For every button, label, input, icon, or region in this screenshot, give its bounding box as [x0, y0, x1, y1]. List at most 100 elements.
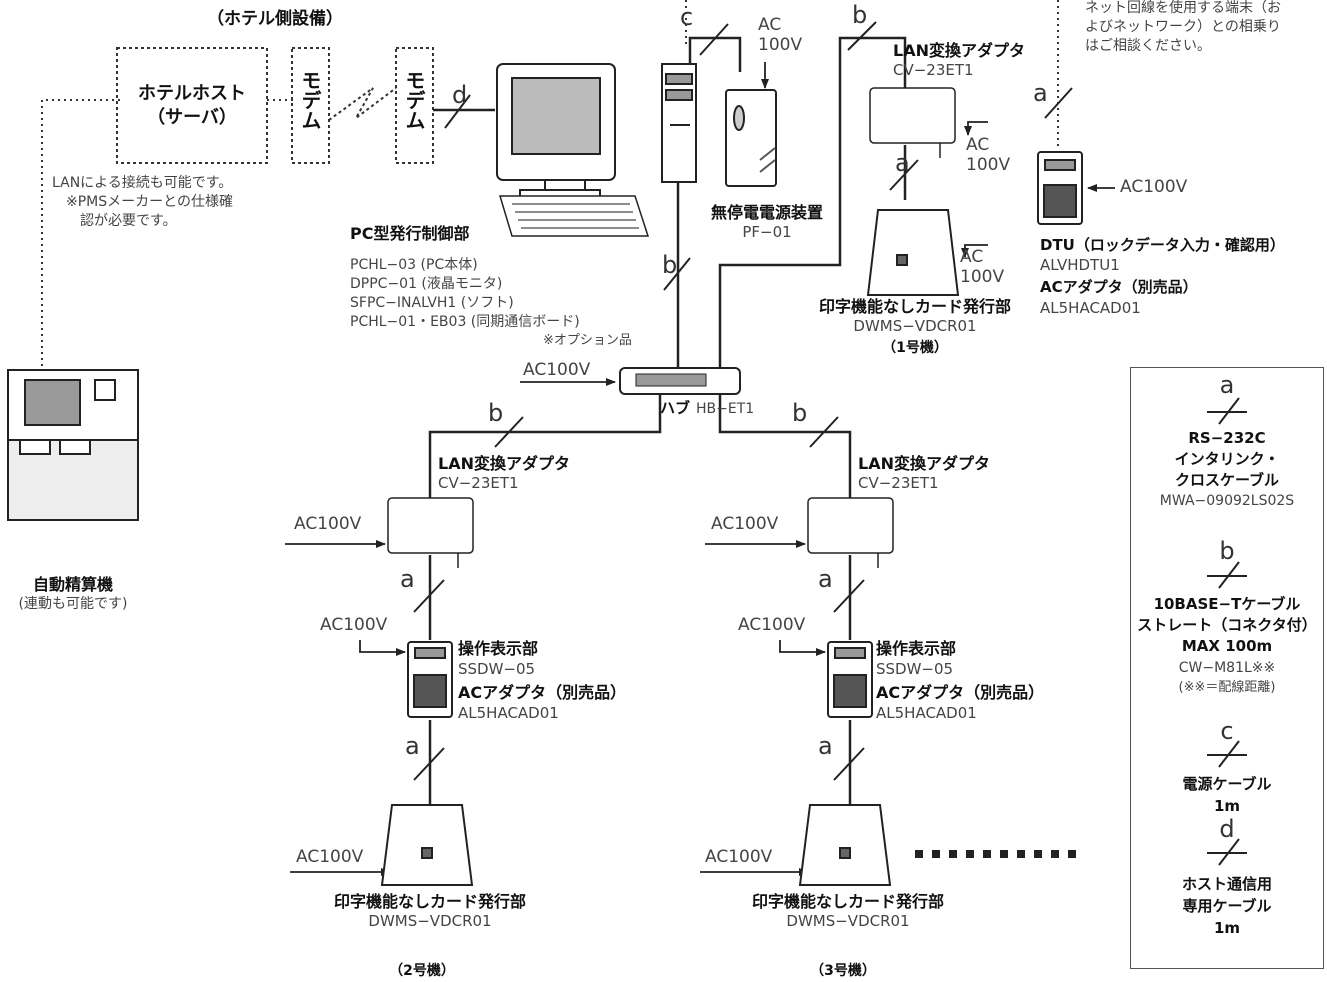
unit-3-label: （3号機） [810, 963, 876, 979]
lan-note-2: ※PMSメーカーとの仕様確 [66, 194, 233, 210]
dtu-note-3: はご相談ください。 [1085, 38, 1211, 54]
lan-adapter-1-title: LAN変換アダプタ [893, 41, 1025, 60]
legend-a-model: MWA−09092LS02S [1159, 493, 1295, 509]
hotel-equipment-boxes [116, 47, 434, 164]
kiosk-device [7, 369, 139, 521]
card-issuer-3 [798, 804, 892, 886]
dotted-connections [41, 0, 1059, 370]
legend-c-name-2: 1m [1213, 797, 1241, 815]
cable-a-label-2a: a [400, 565, 415, 593]
cable-markers [413, 21, 1073, 781]
legend-a-name-1: RS−232C [1188, 429, 1266, 447]
console-3-title: 操作表示部 [876, 639, 957, 658]
card-issuer-3-model: DWMS−VDCR01 [786, 912, 910, 930]
cable-a-label-2b: a [405, 732, 420, 760]
lan-note-3: 認が必要です。 [80, 213, 177, 229]
modem-label-2: モデム [402, 70, 426, 130]
dtu-acad-model: AL5HACAD01 [1040, 299, 1141, 317]
dtu-device [1037, 151, 1083, 225]
dtu-acad-title: ACアダプタ（別売品） [1040, 278, 1198, 296]
ac100v-label-issuer-3: AC100V [705, 847, 773, 867]
cable-b-label-pc: b [662, 251, 678, 279]
console-device-3 [827, 641, 873, 718]
lan-adapter-2-title: LAN変換アダプタ [438, 454, 570, 473]
pc-keyboard [498, 195, 650, 237]
console-device-2 [407, 641, 453, 718]
hub-device [619, 367, 741, 395]
lan-adapter-2 [387, 497, 474, 568]
cable-a-label-3b: a [818, 732, 833, 760]
hub-model: HB−ET1 [696, 401, 755, 417]
legend-a-name-3: クロスケーブル [1174, 471, 1280, 489]
card-issuer-2-title: 印字機能なしカード発行部 [333, 892, 527, 911]
legend-markers [1207, 397, 1247, 866]
pc-line-3: SFPC−INALVH1 (ソフト) [350, 295, 514, 311]
card-issuer-1 [866, 209, 960, 296]
pc-line-4: PCHL−01・EB03 (同期通信ボード) [350, 314, 580, 330]
legend-b-note: (※※＝配線距離) [1178, 680, 1276, 695]
lan-adapter-3-title: LAN変換アダプタ [858, 454, 990, 473]
legend-d-name-2: 専用ケーブル [1182, 897, 1272, 915]
console-2-acad-model: AL5HACAD01 [458, 704, 559, 722]
legend-b-name-1: 10BASE−Tケーブル [1153, 595, 1301, 613]
pc-title: PC型発行制御部 [350, 224, 470, 243]
pc-line-1: PCHL−03 (PC本体) [350, 257, 478, 273]
pc-option-note: ※オプション品 [543, 333, 632, 348]
card-issuer-2-model: DWMS−VDCR01 [368, 912, 492, 930]
console-2-acad-title: ACアダプタ（別売品） [458, 683, 627, 702]
legend-c-letter: c [1220, 717, 1234, 745]
v100-label-adapter-1: 100V [966, 155, 1011, 175]
lan-adapter-2-model: CV−23ET1 [438, 474, 519, 492]
ups-model: PF−01 [742, 223, 792, 241]
lan-adapter-1 [869, 87, 956, 158]
ac100v-label-issuer-2: AC100V [296, 847, 364, 867]
lan-note-1: LANによる接続も可能です。 [52, 175, 233, 191]
modem-link-zigzag [328, 87, 397, 121]
ac-label-ups: AC [758, 15, 782, 35]
legend-d-name-3: 1m [1213, 919, 1241, 937]
modem-box-1 [291, 47, 330, 164]
ac-label-issuer-1: AC [960, 247, 984, 267]
modem-box-2 [395, 47, 434, 164]
ac100v-label-adapter-3: AC100V [711, 514, 779, 534]
v100-label-issuer-1: 100V [960, 267, 1005, 287]
card-issuer-1-title: 印字機能なしカード発行部 [818, 297, 1012, 316]
hotel-host-sub-label: （サーバ） [147, 107, 237, 128]
legend-d-name-1: ホスト通信用 [1181, 875, 1273, 893]
cable-a-label-dtu: a [1033, 79, 1048, 107]
cable-c-label: c [680, 3, 694, 31]
kiosk-title: 自動精算機 [32, 575, 114, 594]
cable-b-label-top: b [852, 1, 868, 29]
cable-b-label-2: b [488, 399, 504, 427]
lan-adapter-3-model: CV−23ET1 [858, 474, 939, 492]
card-issuer-1-model: DWMS−VDCR01 [853, 317, 977, 335]
cable-b-label-3: b [792, 399, 808, 427]
ac100v-label-dtu: AC100V [1120, 177, 1188, 197]
legend-b-name-2: ストレート（コネクタ付） [1137, 616, 1317, 634]
pc-tower [661, 63, 697, 183]
ac100v-label-hub: AC100V [523, 360, 591, 380]
cable-a-label-3a: a [818, 565, 833, 593]
modem-label-1: モデム [298, 70, 322, 130]
console-3-model: SSDW−05 [876, 660, 954, 678]
kiosk-note: (連動も可能です) [18, 596, 128, 612]
cable-d-label: d [452, 81, 468, 109]
ac100v-label-console-3: AC100V [738, 615, 806, 635]
cables [428, 36, 907, 805]
legend-a-letter: a [1219, 371, 1235, 399]
dtu-title: DTU（ロックデータ入力・確認用） [1040, 236, 1285, 254]
console-2-model: SSDW−05 [458, 660, 536, 678]
legend-b-model: CW−M81L※※ [1178, 660, 1276, 676]
ups-unit [725, 89, 777, 187]
card-issuer-3-title: 印字機能なしカード発行部 [751, 892, 945, 911]
dtu-model: ALVHDTU1 [1040, 256, 1120, 274]
dtu-note-1: ネット回線を使用する端末（お [1085, 0, 1281, 16]
ac-label-adapter-1: AC [966, 135, 990, 155]
pc-monitor [496, 63, 616, 201]
lan-adapter-1-model: CV−23ET1 [893, 61, 974, 79]
unit-2-label: （2号機） [389, 963, 455, 979]
hub-title: ハブ [660, 399, 691, 417]
lan-adapter-3 [807, 497, 894, 568]
more-units-dots [915, 850, 1076, 858]
